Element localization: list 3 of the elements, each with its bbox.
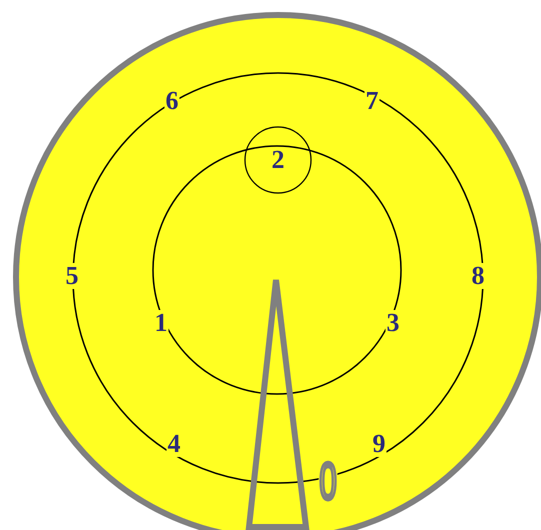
dial-number: 5 <box>64 263 80 289</box>
dial-number: 8 <box>470 263 486 289</box>
dial-number: 2 <box>272 147 284 173</box>
